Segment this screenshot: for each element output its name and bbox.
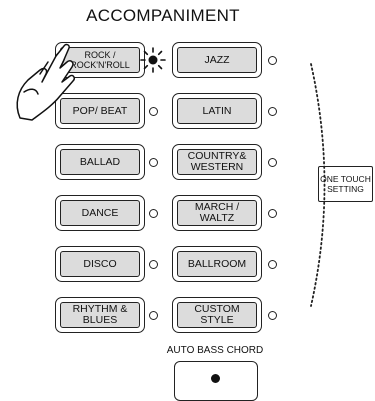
diagram-overlay <box>0 0 375 387</box>
one-touch-bracket <box>311 64 325 306</box>
pressing-hand-icon <box>17 45 74 120</box>
lit-indicator-icon <box>141 48 165 72</box>
